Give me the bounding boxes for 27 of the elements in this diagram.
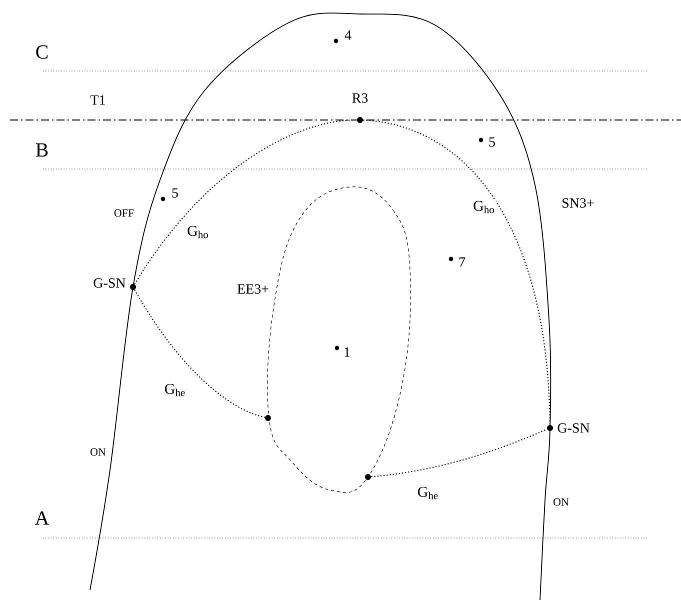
region-label: EE3+ — [237, 284, 268, 294]
region-label: T1 — [90, 95, 105, 105]
point-label: G-SN — [558, 423, 590, 433]
point-marker — [365, 474, 371, 480]
point-marker — [265, 415, 271, 421]
dotted-curve — [363, 120, 551, 425]
edge-label: G$_{ho}$ — [186, 224, 210, 240]
labeled-point: 7 — [448, 256, 466, 267]
edge-label: G$_{he}$ — [416, 486, 440, 500]
region-label: SN3+ — [562, 198, 594, 208]
region-label: B — [36, 143, 48, 157]
labeled-point: 5 — [160, 188, 178, 202]
region-label: A — [34, 511, 50, 525]
region-label: C — [36, 45, 48, 59]
dotted-curve — [134, 290, 266, 418]
labeled-point: 5 — [478, 137, 495, 147]
edge-label: G$_{ho}$ — [472, 200, 496, 214]
edge-label: G$_{he}$ — [163, 382, 187, 398]
dotted-curve — [134, 119, 357, 285]
point-label: R3 — [352, 93, 368, 103]
region-label: ON — [90, 448, 106, 456]
dotted-curve — [371, 428, 548, 478]
labeled-point: 1 — [334, 346, 350, 357]
labeled-point: 4 — [334, 30, 352, 44]
region-label: OFF — [114, 209, 134, 217]
region-label: ON — [554, 498, 569, 506]
point-label: G-SN — [94, 278, 126, 288]
